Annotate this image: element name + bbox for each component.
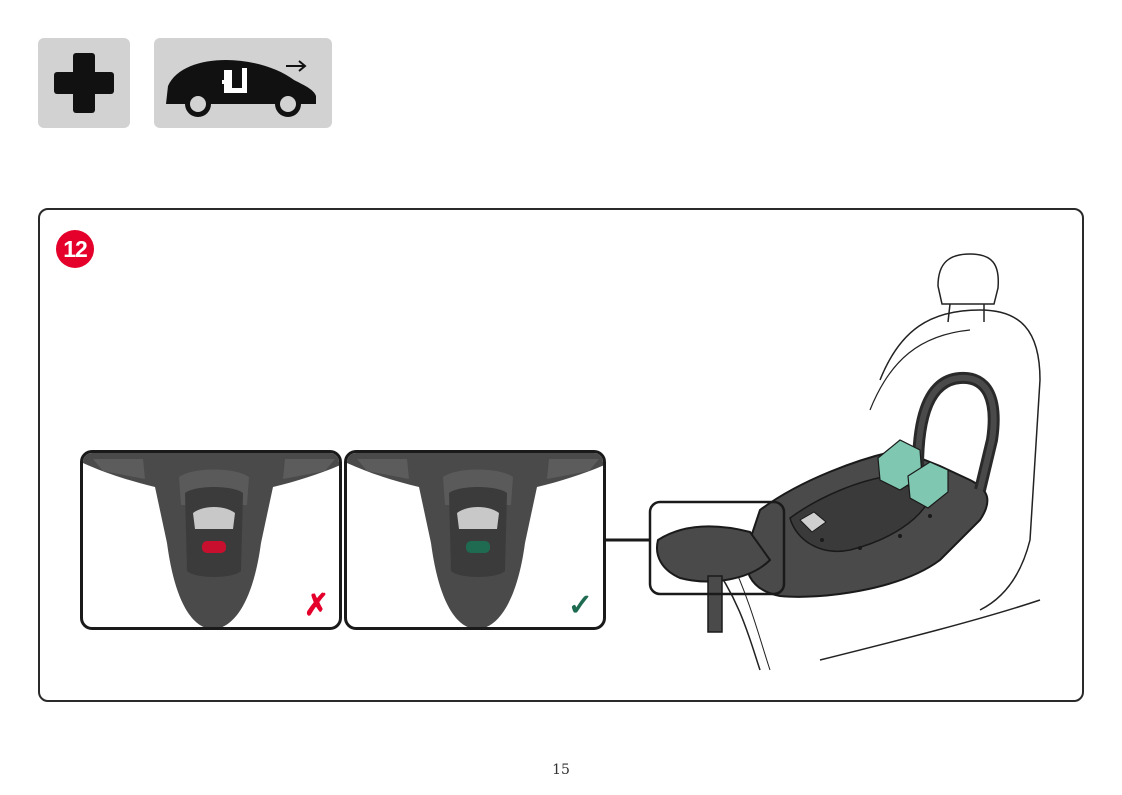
car-seat-icon — [154, 38, 332, 128]
detail-correct: ✓ — [344, 450, 606, 630]
detail-incorrect: ✗ — [80, 450, 342, 630]
indicator-red — [202, 541, 226, 553]
correct-mark: ✓ — [568, 591, 593, 621]
car-seat-icon-tile — [154, 38, 332, 128]
incorrect-mark: ✗ — [304, 591, 329, 621]
step-number-badge: 12 — [56, 230, 94, 268]
plus-icon-tile — [38, 38, 130, 128]
step-panel: 12 ✗ ✓ — [38, 208, 1084, 702]
car-seat-base-illustration — [600, 240, 1080, 690]
indicator-green — [466, 541, 490, 553]
plus-icon — [38, 38, 130, 128]
page-number: 15 — [0, 762, 1122, 778]
